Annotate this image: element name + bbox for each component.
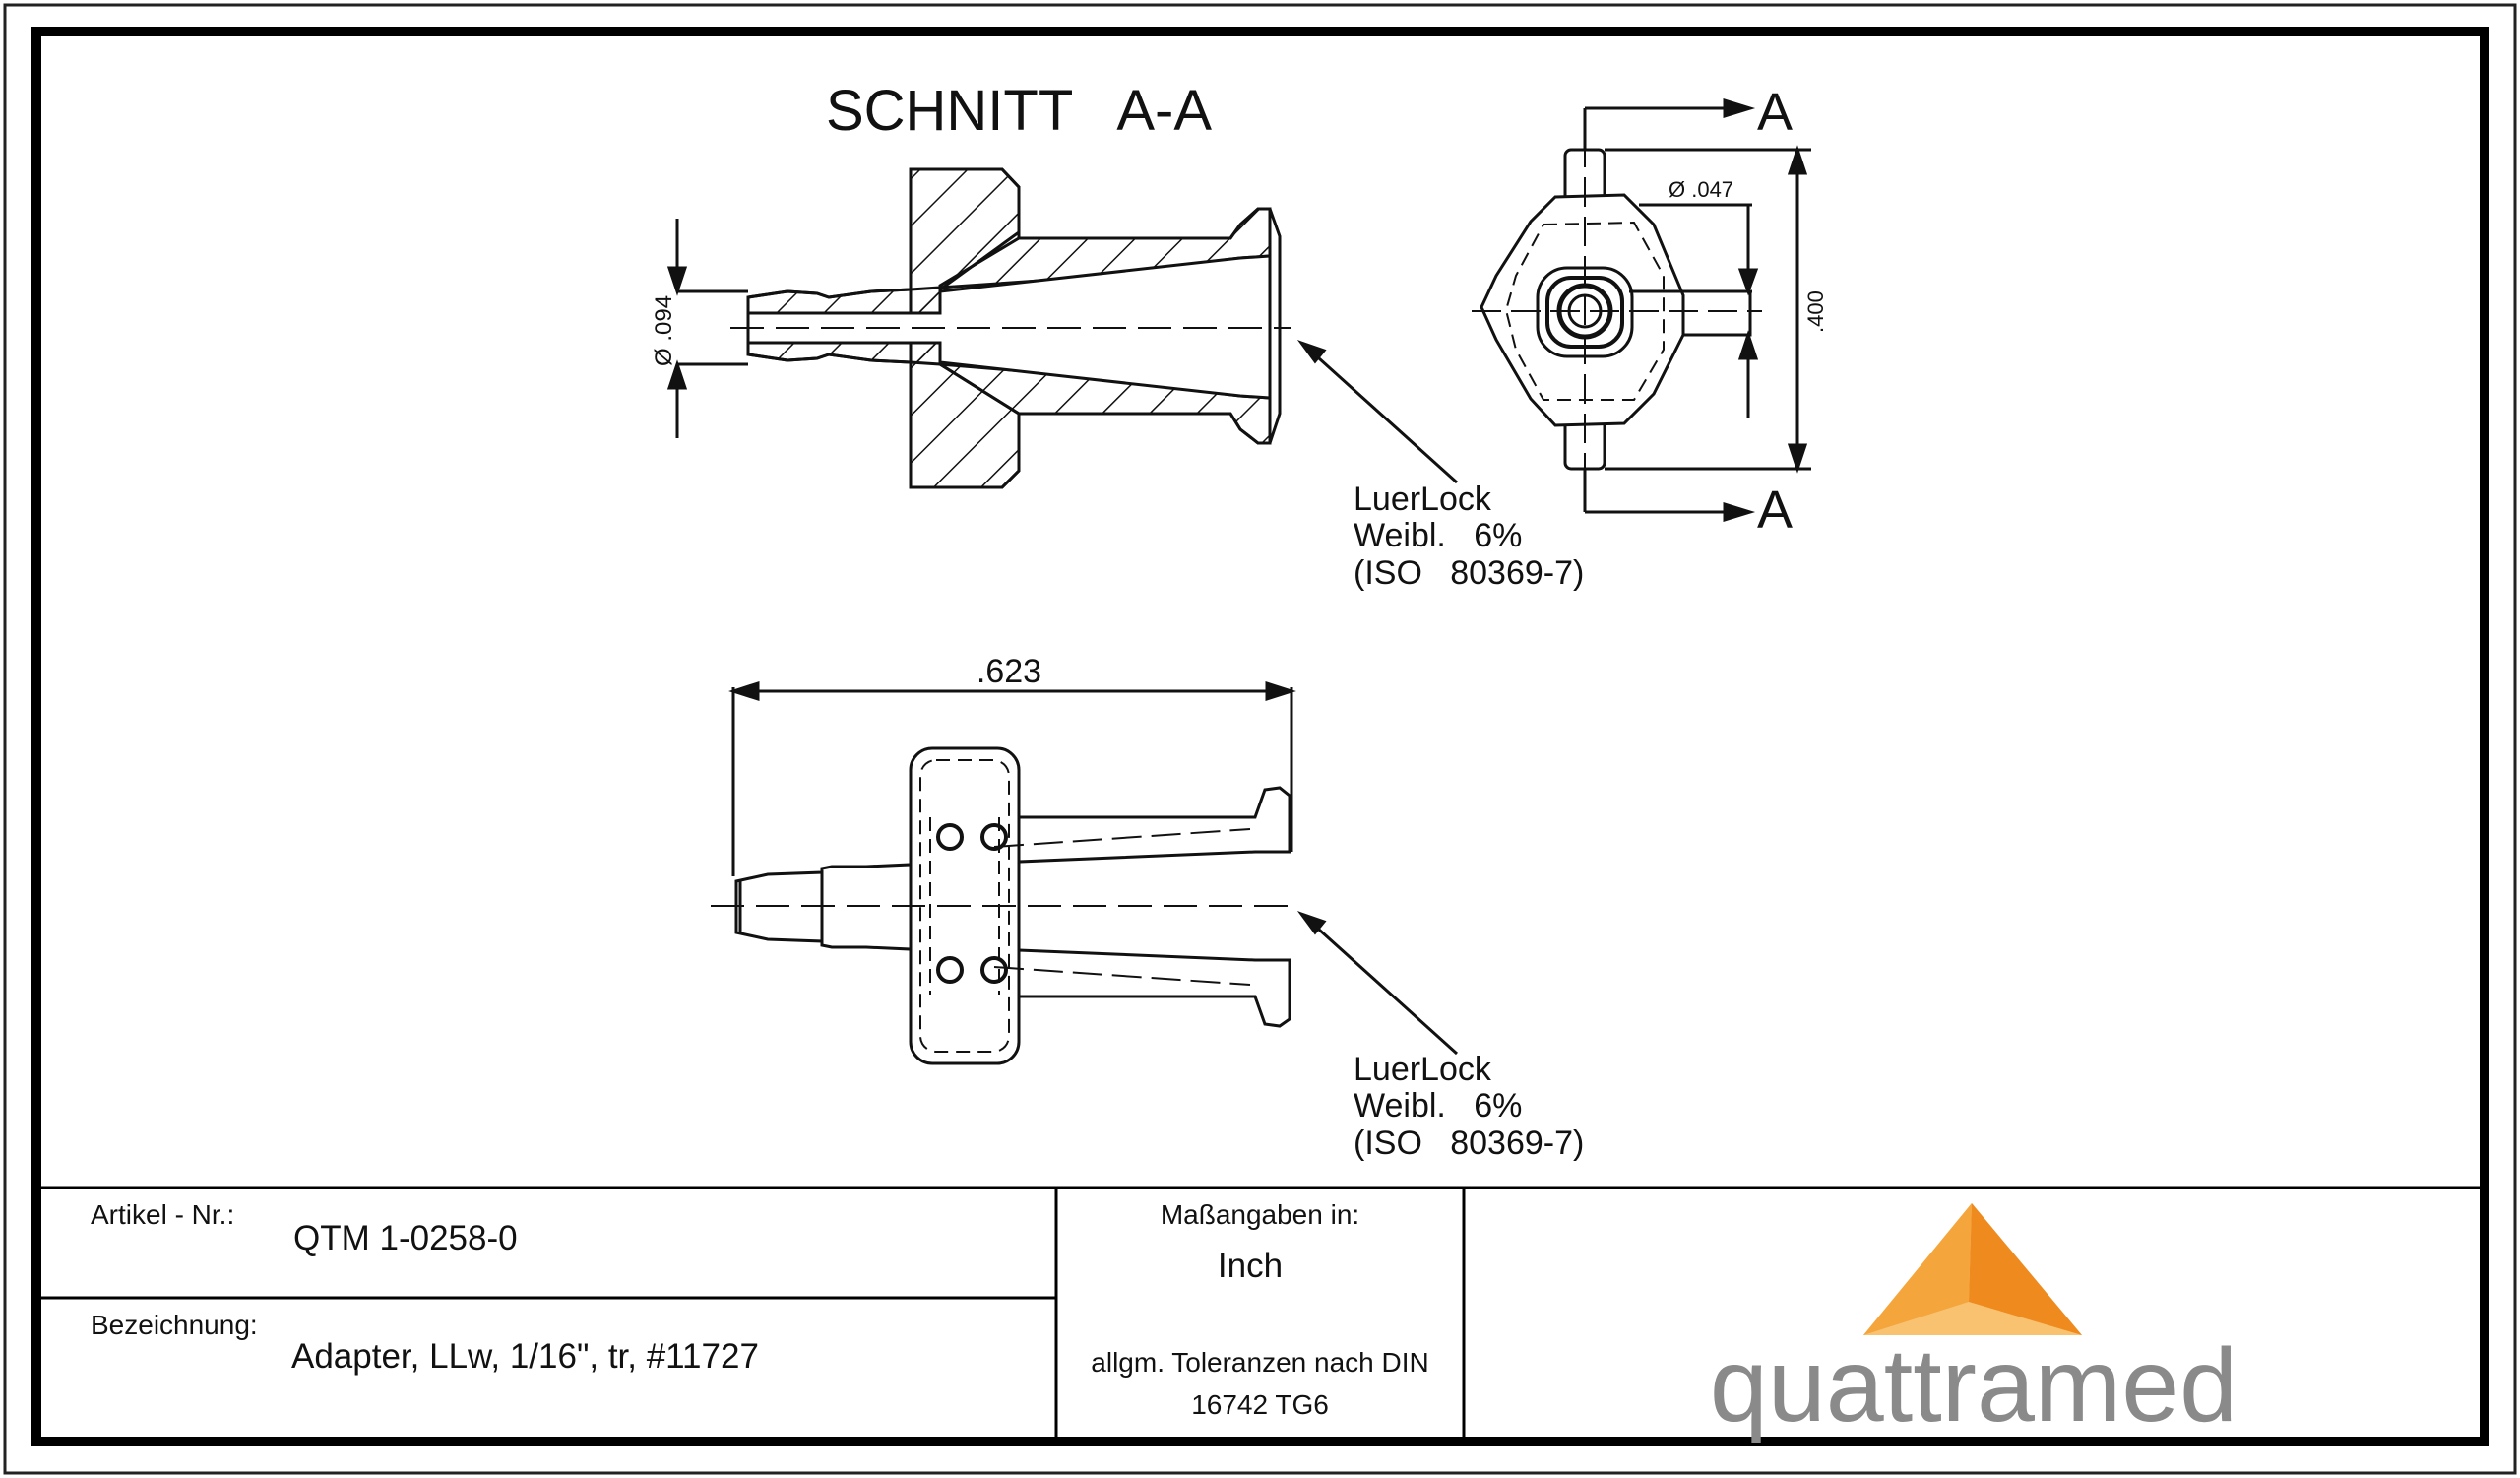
callout-1-line3: (ISO 80369-7) (1354, 554, 1584, 592)
units-label: Maßangaben in: (1160, 1199, 1360, 1230)
brand-logo: quattramed (1710, 1203, 2237, 1444)
side-view-thread-3 (936, 956, 964, 984)
article-number-label: Artikel - Nr.: (91, 1199, 235, 1230)
units-value: Inch (1217, 1247, 1284, 1285)
dim-height-label: .400 (1803, 290, 1828, 333)
section-view (730, 167, 1292, 489)
dim-height (1605, 145, 1811, 474)
side-view-body-lower (1017, 948, 1292, 1028)
side-view-wing-inner (919, 759, 1010, 1053)
side-view-thread-1 (936, 823, 964, 851)
outer-frame (3, 3, 2517, 1475)
dim-length (728, 680, 1296, 876)
side-view-taper-lower (993, 966, 1251, 986)
section-marker-top: A (1757, 83, 1793, 142)
dim-length-label: .623 (976, 653, 1041, 690)
callout-2-line3: (ISO 80369-7) (1354, 1125, 1584, 1162)
callout-1-line1: LuerLock (1354, 481, 1492, 518)
side-view-thread-4 (980, 956, 1008, 984)
section-marker-bottom: A (1757, 481, 1793, 540)
designation-label: Bezeichnung: (91, 1310, 258, 1340)
section-outline (746, 167, 1282, 489)
designation-value: Adapter, LLw, 1/16", tr, #11727 (291, 1337, 759, 1376)
brand-name: quattramed (1710, 1327, 2237, 1444)
brand-logo-dark-face (1969, 1203, 2082, 1335)
callout-arrow-1 (1296, 339, 1459, 484)
callout-2-line2: Weibl. 6% (1354, 1087, 1522, 1125)
section-barb-upper-hatch (746, 286, 942, 315)
inner-frame (32, 27, 2489, 1446)
dim-tube-diameter (666, 219, 748, 438)
callout-arrow-2 (1296, 910, 1459, 1056)
end-view-body-inner (1504, 221, 1665, 401)
callout-1-line2: Weibl. 6% (1354, 517, 1522, 554)
brand-logo-mid-face (1863, 1203, 1972, 1335)
tolerance-line-1: allgm. Toleranzen nach DIN (1091, 1347, 1429, 1378)
title-block-grid (36, 1186, 2485, 1442)
side-view-body (1017, 786, 1292, 864)
end-view-lug-right (1671, 289, 1752, 337)
end-view (1472, 138, 1762, 482)
callout-2-line1: LuerLock (1354, 1051, 1492, 1088)
side-view-taper-upper (993, 828, 1251, 848)
article-number-value: QTM 1-0258-0 (293, 1219, 518, 1257)
tolerance-line-2: 16742 TG6 (1191, 1389, 1329, 1420)
end-view-body (1480, 193, 1685, 427)
section-marker-arrows (1583, 97, 1756, 523)
dim-hole-diameter (1629, 203, 1759, 418)
section-title: SCHNITT A-A (826, 79, 1212, 143)
side-view (711, 746, 1299, 1065)
side-view-thread-2 (980, 823, 1008, 851)
dim-tube-diameter-label: Ø .094 (651, 295, 677, 366)
dim-hole-diameter-label: Ø .047 (1669, 177, 1733, 202)
